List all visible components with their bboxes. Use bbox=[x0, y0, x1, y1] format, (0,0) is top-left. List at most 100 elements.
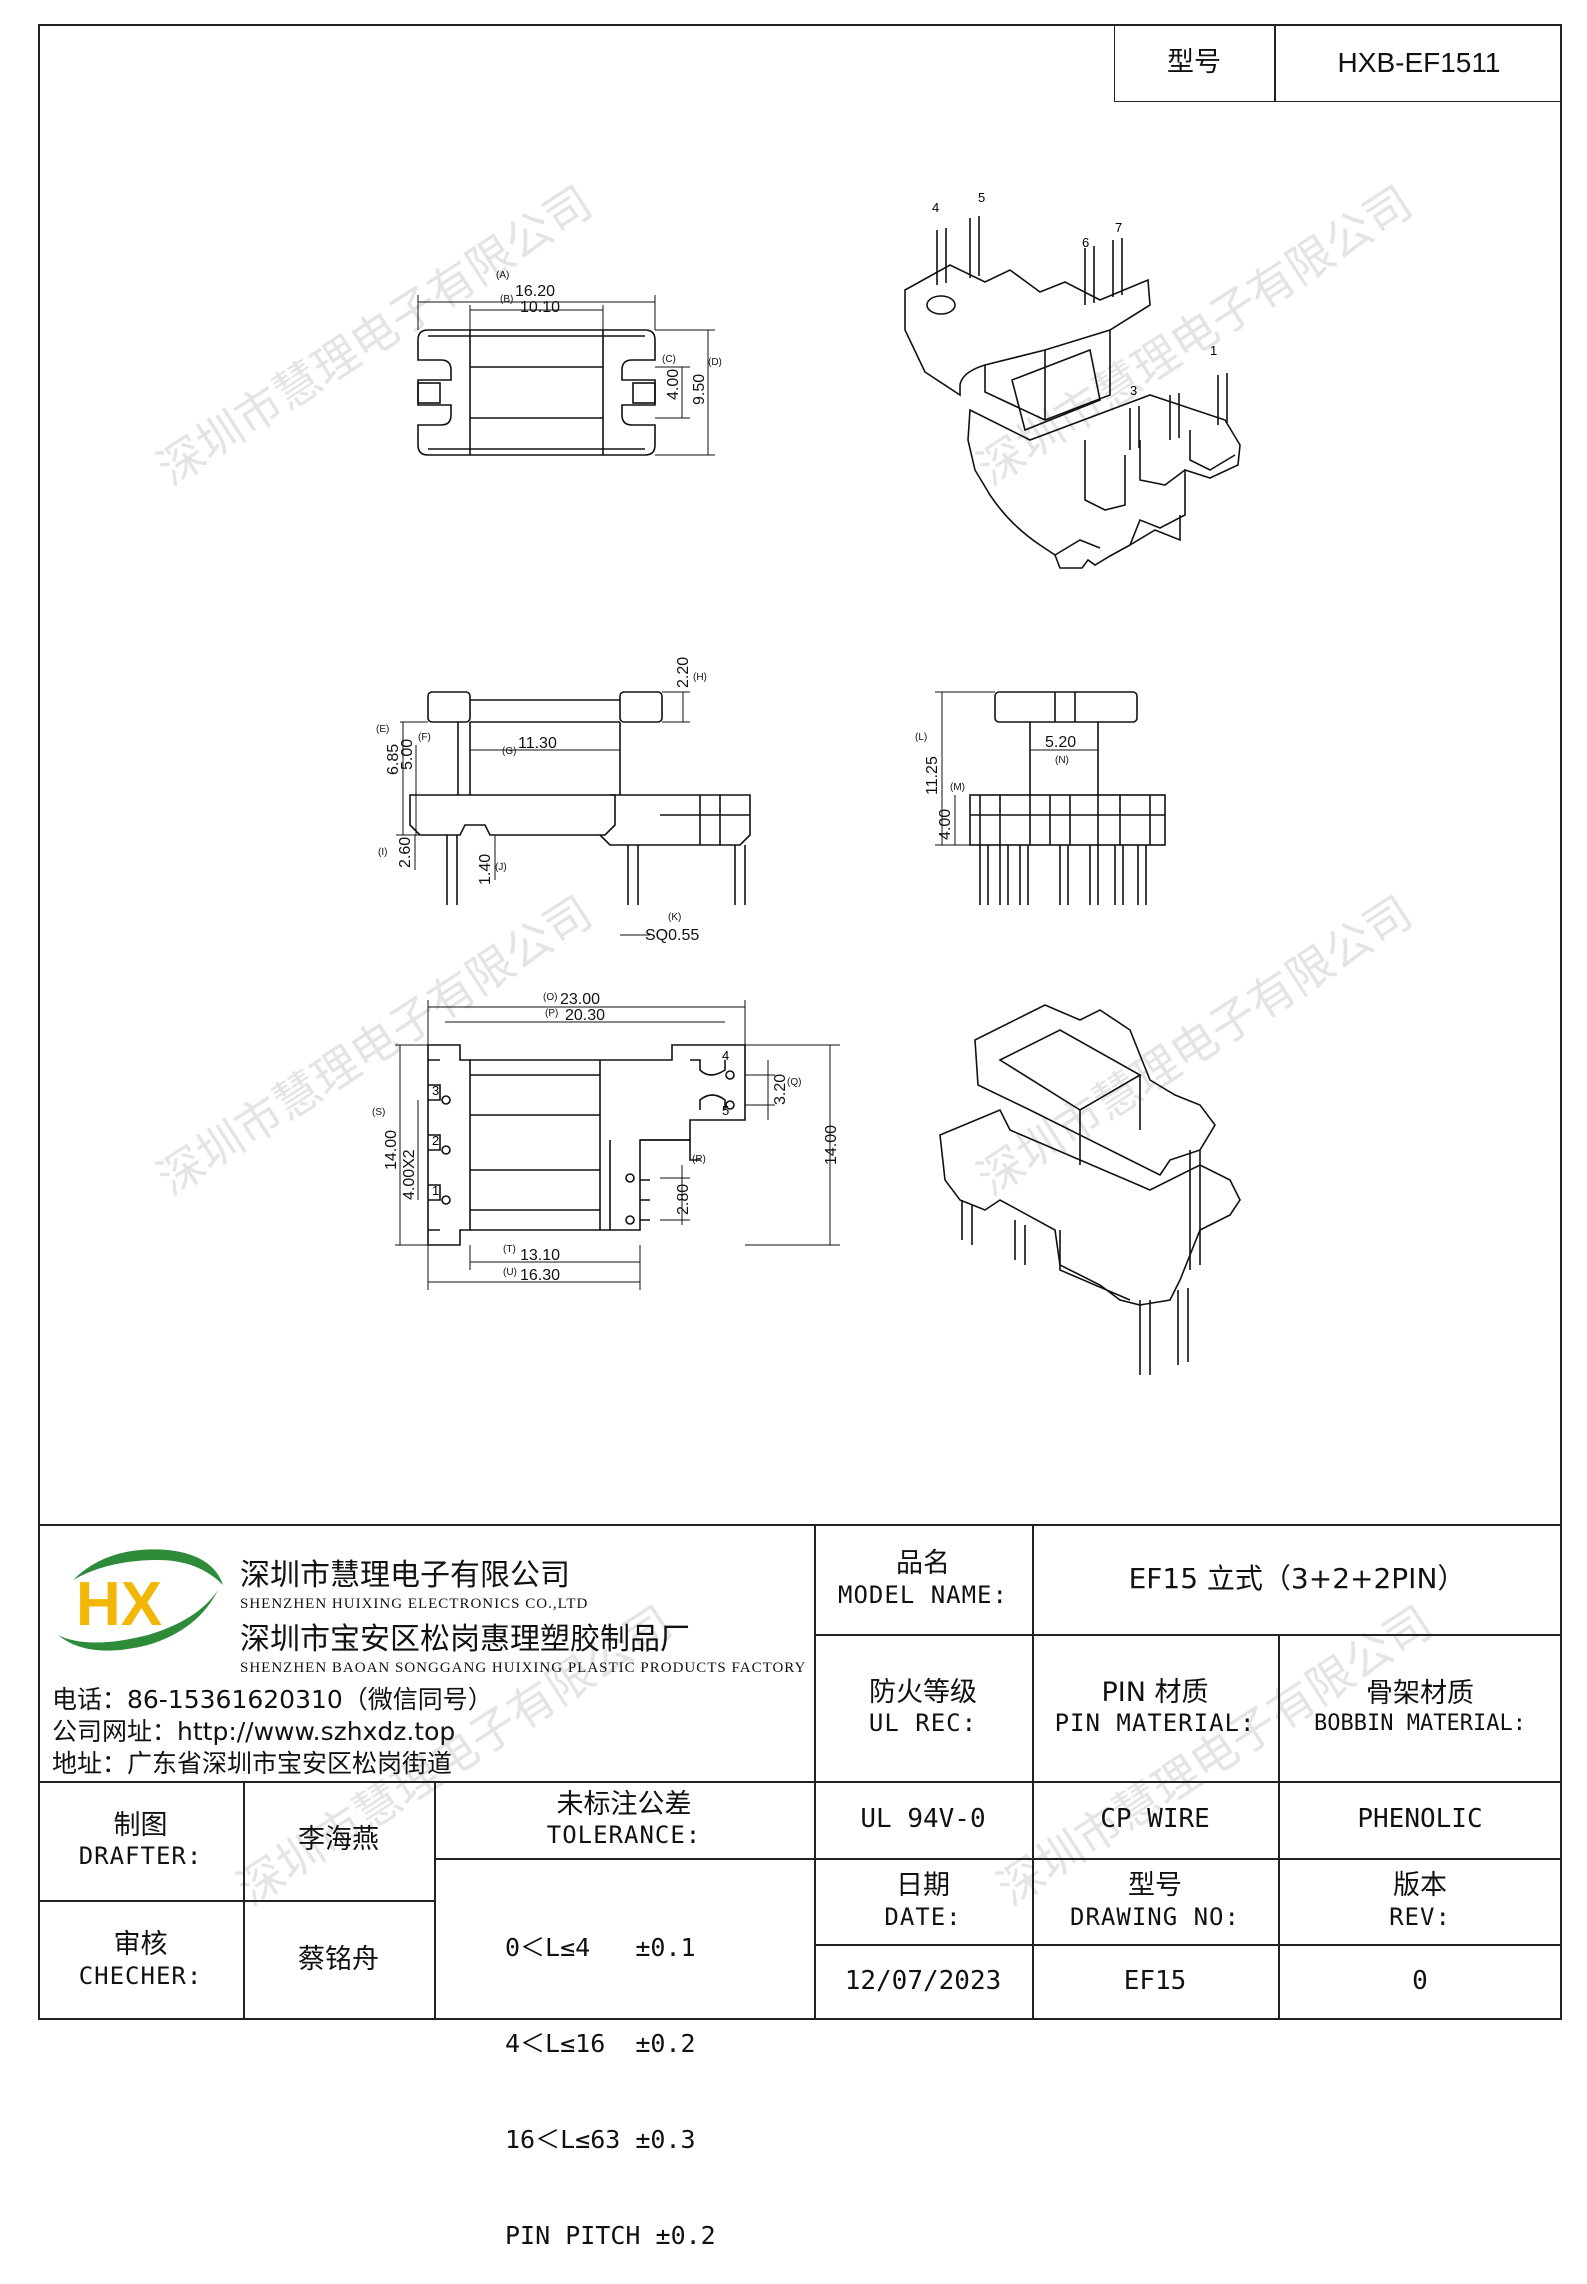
label-i: (I) bbox=[378, 847, 387, 858]
tolerance-item: 0＜L≤4 ±0.1 bbox=[505, 1933, 696, 1962]
pin-number: 3 bbox=[432, 1083, 439, 1098]
pin-number: 4 bbox=[722, 1048, 729, 1063]
checker-label-cell: 审核 CHECHER: bbox=[38, 1900, 243, 2020]
factory-name-cn: 深圳市宝安区松岗惠理塑胶制品厂 bbox=[240, 1622, 690, 1657]
bottom-view bbox=[427, 1044, 746, 1246]
dim-right: 14.00 bbox=[823, 1125, 840, 1165]
divider bbox=[38, 1900, 436, 1902]
ul-rec-cn: 防火等级 bbox=[869, 1676, 977, 1708]
pin-number: 5 bbox=[978, 190, 985, 205]
tolerance-en: TOLERANCE: bbox=[546, 1821, 702, 1850]
pin-number: 1 bbox=[1210, 343, 1217, 358]
rev-en: REV: bbox=[1389, 1902, 1451, 1931]
dim-d: 9.50 bbox=[691, 374, 708, 405]
checker-en: CHECHER: bbox=[78, 1961, 203, 1990]
drafter-label-cell: 制图 DRAFTER: bbox=[38, 1781, 243, 1900]
pin-number: 6 bbox=[1082, 235, 1089, 250]
factory-name-en: SHENZHEN BAOAN SONGGANG HUIXING PLASTIC … bbox=[240, 1660, 807, 1676]
date-value: 12/07/2023 bbox=[844, 1966, 1002, 1997]
bobbin-material-cell: 骨架材质 BOBBIN MATERIAL: bbox=[1278, 1634, 1562, 1781]
dim-m: 4.00 bbox=[937, 809, 954, 840]
divider bbox=[38, 1781, 1562, 1783]
dim-p: 20.30 bbox=[565, 1007, 605, 1024]
divider bbox=[243, 1781, 245, 2020]
label-n: (N) bbox=[1055, 755, 1069, 766]
label-k: (K) bbox=[668, 912, 681, 923]
model-label: 型号 bbox=[1167, 46, 1221, 78]
date-cn: 日期 bbox=[896, 1870, 950, 1902]
model-name-cn: 品名 bbox=[896, 1548, 950, 1580]
iso-view-bottom bbox=[939, 1004, 1241, 1375]
bobbin-material-value: PHENOLIC bbox=[1357, 1803, 1483, 1834]
label-b: (B) bbox=[500, 294, 513, 305]
dim-j: 1.40 bbox=[477, 854, 494, 885]
dim-r: 2.80 bbox=[675, 1184, 692, 1215]
date-label-cell: 日期 DATE: bbox=[814, 1858, 1032, 1944]
drawing-frame bbox=[38, 24, 1562, 2020]
pin-material-cell: PIN 材质 PIN MATERIAL: bbox=[1032, 1634, 1278, 1781]
label-m: (M) bbox=[950, 782, 965, 793]
dim-q: 3.20 bbox=[772, 1074, 789, 1105]
divider bbox=[1032, 1524, 1034, 2020]
drawing-no-label-cell: 型号 DRAWING NO: bbox=[1032, 1858, 1278, 1944]
ul-rec-value: UL 94V-0 bbox=[860, 1803, 986, 1834]
label-c: (C) bbox=[662, 354, 676, 365]
dim-a: 16.20 bbox=[515, 283, 555, 300]
dim-h: 2.20 bbox=[675, 657, 692, 688]
pin-material-value: CP WIRE bbox=[1100, 1803, 1210, 1834]
dim-i: 2.60 bbox=[397, 837, 414, 868]
divider bbox=[814, 1634, 1562, 1636]
header-model-box bbox=[1114, 24, 1562, 102]
model-name-value: EF15 立式（3+2+2PIN） bbox=[1128, 1562, 1466, 1596]
model-name-en: MODEL NAME: bbox=[838, 1580, 1008, 1609]
drawing-no-value: EF15 bbox=[1123, 1966, 1187, 1997]
drafter-cn: 制图 bbox=[113, 1809, 168, 1841]
rev-value: 0 bbox=[1412, 1966, 1428, 1997]
header-divider bbox=[1274, 24, 1276, 102]
ul-rec-cell: 防火等级 UL REC: bbox=[814, 1634, 1032, 1781]
top-view bbox=[417, 329, 656, 456]
ul-rec-en: UL REC: bbox=[868, 1709, 978, 1738]
label-r: (R) bbox=[692, 1154, 706, 1165]
drawing-no-en: DRAWING NO: bbox=[1070, 1902, 1240, 1931]
pin-number: 1 bbox=[432, 1183, 439, 1198]
dim-e: 6.85 bbox=[385, 744, 402, 775]
divider bbox=[1278, 1634, 1280, 2020]
divider bbox=[434, 1858, 814, 1860]
drawing-no-cn: 型号 bbox=[1128, 1870, 1182, 1902]
label-h: (H) bbox=[693, 672, 707, 683]
tolerance-item: PIN PITCH ±0.2 bbox=[505, 2221, 716, 2250]
model-name-cell: 品名 MODEL NAME: bbox=[814, 1524, 1032, 1634]
dim-g: 11.30 bbox=[518, 735, 557, 752]
pin-number: 5 bbox=[722, 1103, 729, 1118]
drafter-en: DRAFTER: bbox=[78, 1842, 203, 1871]
model-value: HXB-EF1511 bbox=[1337, 47, 1501, 79]
label-e: (E) bbox=[376, 724, 389, 735]
dim-u: 16.30 bbox=[520, 1267, 560, 1284]
side-view bbox=[409, 691, 751, 905]
divider bbox=[814, 1524, 816, 2020]
pin-material-cn: PIN 材质 bbox=[1101, 1676, 1209, 1708]
logo-text: HX bbox=[76, 1570, 162, 1639]
dim-b: 10.10 bbox=[520, 299, 560, 316]
label-s: (S) bbox=[372, 1107, 385, 1118]
dim-k: SQ0.55 bbox=[645, 927, 699, 944]
label-g: (G) bbox=[502, 746, 516, 757]
pin-number: 2 bbox=[432, 1133, 439, 1148]
label-p: (P) bbox=[545, 1008, 558, 1019]
dim-s: 14.00 bbox=[383, 1130, 400, 1170]
dim-o: 23.00 bbox=[560, 991, 600, 1008]
title-block-top bbox=[38, 1524, 1562, 1526]
dim-n: 5.20 bbox=[1045, 734, 1076, 751]
pin-number: 7 bbox=[1115, 220, 1122, 235]
bobbin-material-en: BOBBIN MATERIAL: bbox=[1314, 1710, 1526, 1736]
front-view bbox=[969, 691, 1166, 905]
company-logo: HX bbox=[58, 1549, 223, 1651]
dim-s2: 4.00X2 bbox=[401, 1149, 418, 1200]
tolerance-item: 4＜L≤16 ±0.2 bbox=[505, 2029, 696, 2058]
company-name-en: SHENZHEN HUIXING ELECTRONICS CO.,LTD bbox=[240, 1596, 589, 1612]
bobbin-material-cn: 骨架材质 bbox=[1366, 1678, 1474, 1710]
dim-l: 11.25 bbox=[924, 756, 941, 795]
pin-number: 3 bbox=[1130, 383, 1137, 398]
address: 地址：广东省深圳市宝安区松岗街道 bbox=[52, 1749, 453, 1778]
